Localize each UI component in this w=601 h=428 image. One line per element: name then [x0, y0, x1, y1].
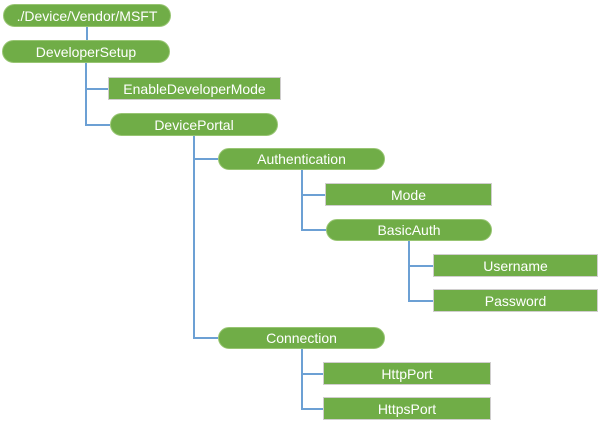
node-developer-setup: DeveloperSetup [2, 40, 170, 63]
connector-trunk-authentication-to-basic-auth [301, 170, 303, 231]
connector-branch-basic-auth-to-password [408, 300, 433, 302]
node-enable-developer-mode: EnableDeveloperMode [108, 77, 281, 100]
connector-branch-authentication-to-basic-auth [301, 229, 326, 231]
connector-device-vendor-msft-to-developer-setup [86, 27, 88, 40]
node-password: Password [433, 289, 598, 312]
connector-branch-authentication-to-mode [301, 194, 325, 196]
connector-branch-device-portal-to-connection [193, 337, 218, 339]
connector-trunk-basic-auth-to-password [408, 241, 410, 302]
node-device-portal: DevicePortal [110, 113, 278, 136]
node-https-port: HttpsPort [323, 397, 491, 420]
node-mode: Mode [325, 183, 492, 206]
connector-trunk-device-portal-to-connection [193, 136, 195, 339]
connector-trunk-developer-setup-to-device-portal [85, 63, 87, 126]
connector-branch-device-portal-to-authentication [193, 158, 218, 160]
node-connection: Connection [218, 327, 385, 349]
node-basic-auth: BasicAuth [326, 219, 492, 241]
connector-trunk-connection-to-https-port [301, 349, 303, 410]
node-username: Username [433, 254, 598, 277]
connector-branch-basic-auth-to-username [408, 265, 433, 267]
connector-branch-connection-to-https-port [301, 408, 323, 410]
node-http-port: HttpPort [323, 362, 491, 385]
node-authentication: Authentication [218, 148, 385, 170]
connector-branch-developer-setup-to-enable-developer-mode [85, 88, 108, 90]
node-device-vendor-msft: ./Device/Vendor/MSFT [3, 4, 171, 27]
connector-branch-connection-to-http-port [301, 373, 323, 375]
connector-branch-developer-setup-to-device-portal [85, 124, 110, 126]
